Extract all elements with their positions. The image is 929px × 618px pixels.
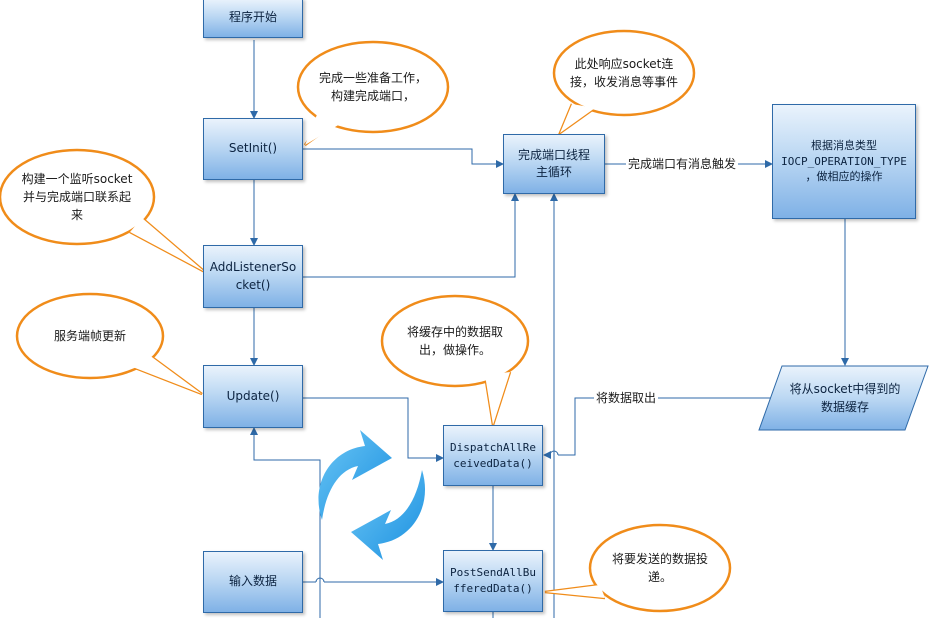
node-recv-buffer: 将从socket中得到的 数据缓存 — [789, 382, 901, 414]
node-setinit: SetInit() — [203, 118, 303, 180]
edge-label-take-out: 将数据取出 — [594, 389, 659, 406]
node-update: Update() — [203, 365, 303, 428]
node-main-loop: 完成端口线程 主循环 — [503, 134, 605, 194]
edge-loop-update — [250, 427, 321, 618]
node-input-data: 输入数据 — [203, 551, 303, 613]
node-post-send: PostSendAllBu fferedData() — [443, 550, 543, 612]
edge-addlistener-mainloop — [303, 193, 519, 278]
edge-setinit-mainloop — [303, 148, 504, 168]
node-add-listener: AddListenerSo cket() — [203, 245, 303, 308]
edge-label-trigger: 完成端口有消息触发 — [626, 155, 739, 172]
node-iocp-handler: 根据消息类型 IOCP_OPERATION_TYPE ，做相应的操作 — [772, 104, 916, 219]
bubble-frame-update: 服务端帧更新 — [53, 329, 126, 343]
edge-buffer-dispatch — [558, 397, 778, 456]
edge-update-dispatch — [303, 397, 444, 462]
bubble-prepare: 完成一些准备工作， 构建完成端口， — [318, 71, 427, 103]
refresh-arrows-icon — [318, 430, 426, 560]
recv-buffer-shape — [758, 365, 929, 431]
node-dispatch: DispatchAllRe ceivedData() — [443, 425, 543, 486]
node-start: 程序开始 — [203, 0, 303, 38]
bubble-deliver: 将要发送的数据投 递。 — [611, 552, 708, 584]
bubble-listen: 构建一个监听socket 并与完成端口联系起 来 — [21, 172, 133, 222]
bubble-take-buffer: 将缓存中的数据取 出，做操作。 — [406, 325, 503, 357]
bubble-respond: 此处响应socket连 接，收发消息等事件 — [569, 57, 678, 89]
